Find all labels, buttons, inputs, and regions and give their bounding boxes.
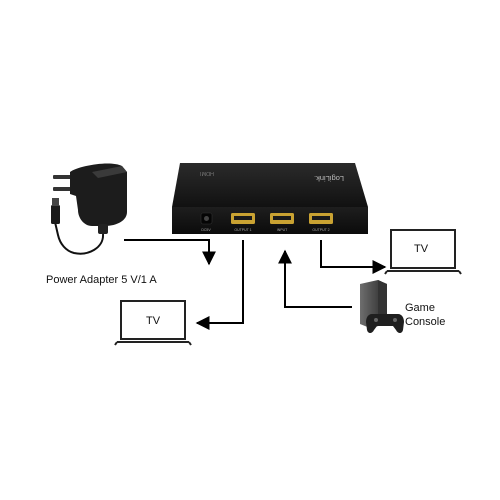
hdmi-splitter-device: LogiLink. HDMI DC5V OUTPUT 1 INPUT OUTPU… xyxy=(172,163,368,234)
device-top xyxy=(172,163,368,207)
console-side xyxy=(378,280,387,324)
adapter-body xyxy=(70,163,127,226)
tv-right-foot-right xyxy=(458,270,462,275)
dc-port-label: DC5V xyxy=(201,228,211,232)
output1-port-label: OUTPUT 1 xyxy=(234,228,251,232)
tv-right-foot-left xyxy=(384,270,388,275)
console-to-input-line xyxy=(278,249,352,308)
port-slot xyxy=(312,216,330,220)
tv-left-foot-right xyxy=(188,341,192,346)
dc-plug xyxy=(51,205,60,224)
tv-icon xyxy=(114,300,192,346)
controller-dpad xyxy=(374,318,378,322)
brand-logo: LogiLink. xyxy=(314,174,344,183)
plug-pin-top xyxy=(53,175,73,179)
tv-right-screen xyxy=(390,229,456,269)
game-console-label-line1: Game xyxy=(405,302,435,314)
tv-left-foot-left xyxy=(114,341,118,346)
game-console-icon xyxy=(360,280,404,333)
controller xyxy=(366,314,404,333)
tv-left-screen xyxy=(120,300,186,340)
adapter-highlight xyxy=(92,166,127,178)
port-slot xyxy=(273,216,291,220)
output2-to-right-tv-line xyxy=(320,240,387,274)
power-adapter-label: Power Adapter 5 V/1 A xyxy=(46,274,157,286)
input-port-label: INPUT xyxy=(277,228,288,232)
tv-icon xyxy=(384,229,462,275)
output1-to-left-tv-line xyxy=(195,240,244,330)
power-cable xyxy=(54,221,105,255)
controller-buttons xyxy=(393,318,397,322)
plug-pin-bottom xyxy=(53,187,73,191)
dc-plug-tip xyxy=(52,198,59,206)
cable-strain-relief xyxy=(98,224,108,234)
tv-right-label: TV xyxy=(414,243,429,255)
power-to-device-line xyxy=(124,239,216,266)
output2-port-label: OUTPUT 2 xyxy=(312,228,329,232)
tv-left-label: TV xyxy=(146,315,161,327)
port-slot xyxy=(234,216,252,220)
dc-port-pin xyxy=(204,216,209,221)
power-adapter-icon xyxy=(51,163,127,255)
game-console-label-line2: Console xyxy=(405,316,446,328)
hdmi-logo: HDMI xyxy=(200,170,215,176)
